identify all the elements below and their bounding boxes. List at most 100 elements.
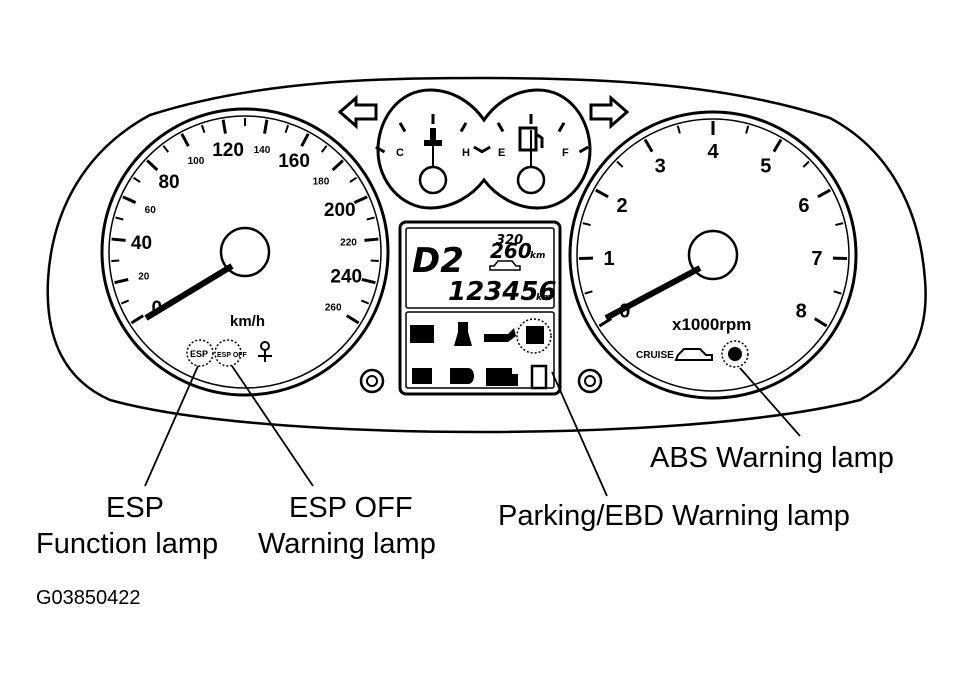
gauge-tick bbox=[366, 216, 375, 221]
tachometer-needle bbox=[604, 265, 702, 321]
fuel-gauge-hub bbox=[516, 165, 546, 195]
fuel-empty-mark: E bbox=[498, 147, 505, 159]
esp-function-leader bbox=[144, 365, 199, 487]
gauge-label: 180 bbox=[313, 177, 330, 188]
esp-off-indicator-text: ESP OFF bbox=[217, 352, 248, 359]
gauge-label: 260 bbox=[325, 303, 342, 314]
gauge-label: 7 bbox=[811, 248, 822, 270]
speedometer-needle bbox=[144, 263, 234, 321]
person-warning-icon bbox=[258, 341, 272, 362]
low-fuel-icon bbox=[530, 364, 548, 390]
gauge-label: 40 bbox=[131, 233, 152, 254]
gauge-tick bbox=[370, 259, 379, 262]
trip-unit: km bbox=[530, 251, 545, 261]
gauge-tick bbox=[300, 133, 310, 147]
esp-off-leader bbox=[231, 365, 314, 487]
gauge-label: 8 bbox=[796, 300, 807, 322]
gauge-tick bbox=[180, 133, 190, 147]
gauge-label: 200 bbox=[324, 200, 356, 221]
speedometer-hub bbox=[219, 226, 271, 278]
car-icon bbox=[674, 348, 713, 361]
temp-cold-mark: C bbox=[396, 147, 404, 159]
gauge-tick bbox=[375, 145, 386, 154]
gauge-tick bbox=[496, 122, 505, 133]
lcd-car-icon bbox=[489, 260, 521, 271]
coolant-icon bbox=[424, 128, 442, 146]
gauge-tick bbox=[284, 124, 290, 134]
cruise-indicator: CRUISE bbox=[636, 350, 674, 361]
parking-ebd-warning-lamp bbox=[516, 318, 552, 354]
esp-off-label-line1: ESP OFF bbox=[289, 492, 413, 524]
cluster-housing bbox=[46, 76, 927, 434]
gauge-tick bbox=[162, 145, 170, 153]
gauge-tick bbox=[221, 119, 227, 134]
engine-warning-icon bbox=[410, 325, 434, 343]
gauge-label: 6 bbox=[798, 195, 809, 217]
gauge-tick bbox=[835, 222, 844, 227]
gauge-tick bbox=[130, 314, 145, 325]
speedometer-unit: km/h bbox=[230, 313, 265, 330]
figure-code: G03850422 bbox=[36, 587, 141, 609]
gauge-tick bbox=[120, 299, 130, 305]
fuel-pump-icon bbox=[518, 126, 544, 152]
odometer-display: 123456 bbox=[448, 277, 557, 307]
gauge-tick bbox=[361, 278, 376, 285]
gauge-tick bbox=[616, 160, 624, 168]
gauge-tick bbox=[122, 195, 137, 204]
gauge-label: 140 bbox=[254, 145, 271, 156]
gauge-label: 20 bbox=[138, 271, 150, 282]
left-turn-arrow-icon bbox=[337, 94, 378, 130]
esp-function-label-line2: Function lamp bbox=[36, 528, 218, 560]
fuel-temp-ticks bbox=[375, 114, 589, 154]
esp-off-label-line2: Warning lamp bbox=[258, 528, 436, 560]
airbag-warning-icon bbox=[412, 368, 432, 384]
gauge-tick bbox=[111, 237, 126, 242]
temp-gauge-hub bbox=[418, 165, 448, 195]
right-turn-arrow-icon bbox=[589, 94, 630, 130]
abs-warning-lamp bbox=[721, 340, 749, 368]
gauge-tick bbox=[578, 145, 589, 154]
gauge-tick bbox=[584, 290, 593, 295]
odometer-unit: km bbox=[536, 293, 551, 303]
right-screw bbox=[577, 368, 603, 394]
gauge-tick bbox=[817, 188, 831, 199]
gauge-label: 3 bbox=[655, 156, 666, 178]
gauge-tick bbox=[114, 278, 129, 285]
gauge-tick bbox=[473, 145, 484, 154]
gauge-tick bbox=[772, 138, 783, 153]
gauge-label: 60 bbox=[145, 205, 157, 216]
speedometer: 020406080100120140160180200220240260 km/… bbox=[100, 107, 390, 397]
gauge-tick bbox=[349, 176, 358, 183]
fuel-full-mark: F bbox=[562, 147, 569, 159]
gauge-tick bbox=[813, 317, 828, 328]
gauge-tick bbox=[115, 216, 124, 221]
gauge-tick bbox=[200, 124, 206, 134]
gauge-label: 120 bbox=[212, 140, 244, 161]
gauge-tick bbox=[802, 160, 810, 168]
gauge-label: 240 bbox=[330, 267, 362, 288]
gauge-tick bbox=[459, 122, 468, 133]
center-display: D2 320 260 km 123456 km bbox=[398, 220, 562, 396]
gauge-tick bbox=[676, 125, 681, 134]
gauge-tick bbox=[111, 259, 120, 262]
headlamp-icon bbox=[450, 368, 474, 384]
gauge-label: 4 bbox=[707, 141, 719, 163]
abs-label: ABS Warning lamp bbox=[650, 442, 894, 474]
speedometer-ticks bbox=[111, 118, 379, 325]
gauge-label: 80 bbox=[158, 172, 179, 193]
gauge-tick bbox=[745, 125, 750, 134]
gauge-tick bbox=[398, 122, 407, 133]
gauge-label: 2 bbox=[616, 195, 627, 217]
gauge-tick bbox=[595, 188, 609, 199]
gauge-label: 220 bbox=[340, 238, 357, 249]
tachometer-hub bbox=[687, 229, 739, 281]
gauge-tick bbox=[557, 122, 566, 133]
gauge-tick bbox=[833, 290, 842, 295]
gauge-label: 100 bbox=[188, 156, 205, 167]
seatbelt-warning-icon bbox=[454, 322, 472, 346]
trip-main-display: 260 bbox=[490, 239, 532, 263]
speedometer-labels: 020406080100120140160180200220240260 bbox=[131, 140, 362, 319]
abs-leader bbox=[739, 367, 801, 437]
abs-icon bbox=[728, 347, 742, 361]
